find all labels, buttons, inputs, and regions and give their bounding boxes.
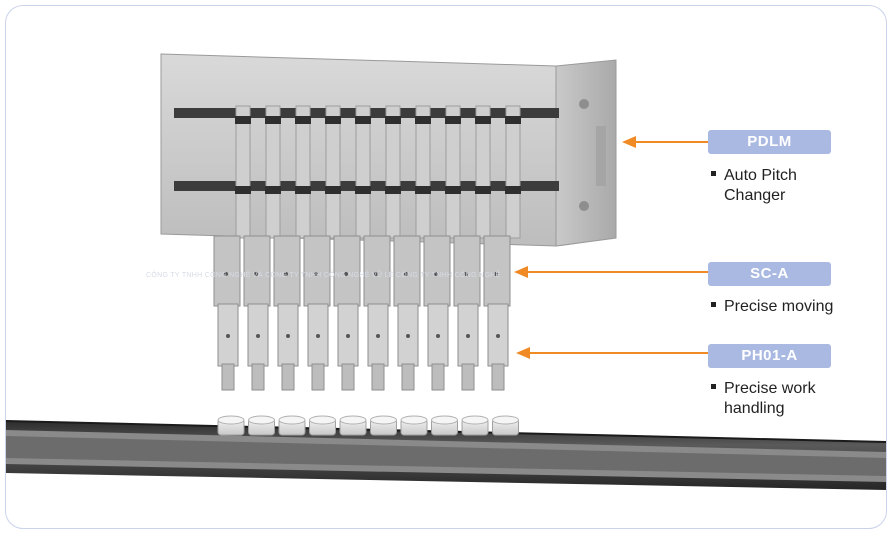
badge-ph01a: PH01-A: [708, 344, 831, 368]
slider-column: [363, 105, 401, 391]
slider-column: [303, 105, 341, 391]
workpiece: [461, 415, 489, 436]
workpiece: [492, 415, 519, 436]
workpiece: [278, 415, 306, 436]
workpiece: [248, 415, 275, 436]
bullet-icon: [711, 302, 716, 308]
desc-pdlm-line1: Auto Pitch: [724, 167, 797, 184]
diagram-frame: CÔNG TY TNHH CÔNG NGHỆ VÀ CÔNG TY TNHH C…: [5, 5, 887, 529]
badge-pdlm: PDLM: [708, 130, 831, 154]
desc-ph01a-line2: handling: [724, 400, 785, 417]
workpiece: [431, 415, 458, 436]
slider-column: [243, 105, 281, 391]
watermark-text: CÔNG TY TNHH CÔNG NGHỆ VÀ CÔNG TY TNHH C…: [146, 272, 501, 279]
bullet-icon: [711, 384, 716, 390]
desc-sca-line1: Precise moving: [724, 298, 834, 315]
arrow-pdlm: [622, 136, 708, 148]
conveyor-rail: [6, 420, 886, 490]
bullet-icon: [711, 171, 716, 177]
slider-column: [273, 105, 311, 391]
workpiece: [217, 415, 245, 436]
slider-column: [393, 105, 431, 391]
desc-pdlm-line2: Changer: [724, 187, 786, 204]
arrow-ph01a: [516, 347, 708, 359]
slider-column: [213, 105, 251, 391]
desc-sca: Precise moving: [711, 297, 833, 317]
workpieces: [217, 415, 519, 436]
desc-ph01a-line1: Precise work: [724, 380, 816, 397]
desc-ph01a: Precise work handling: [711, 379, 816, 419]
machine-illustration: [6, 53, 886, 490]
badge-sca: SC-A: [708, 262, 831, 286]
workpiece: [370, 415, 397, 436]
workpiece: [400, 415, 428, 436]
arrow-sca: [514, 266, 708, 278]
slider-column: [483, 105, 521, 391]
slider-columns: [213, 105, 521, 391]
workpiece: [309, 415, 336, 436]
desc-pdlm: Auto Pitch Changer: [711, 166, 797, 206]
slider-column: [423, 105, 461, 391]
slider-column: [453, 105, 491, 391]
workpiece: [339, 415, 367, 436]
slider-column: [333, 105, 371, 391]
